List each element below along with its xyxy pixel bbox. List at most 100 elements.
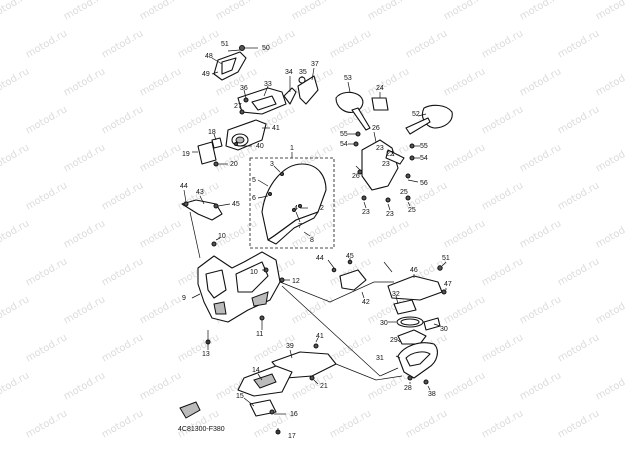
watermark-text-95: motod.ru <box>100 408 145 440</box>
watermark-text-13: motod.ru <box>328 28 373 60</box>
bolt-50 <box>239 45 245 51</box>
watermark-text-1: motod.ru <box>62 0 107 23</box>
nut-56 <box>405 173 411 179</box>
callout-44a: 44 <box>180 183 188 190</box>
watermark-text-4: motod.ru <box>290 0 335 23</box>
callout-23c: 23 <box>362 209 370 216</box>
callout-26a: 26 <box>372 125 380 132</box>
callout-38: 38 <box>428 391 436 398</box>
watermark-text-57: motod.ru <box>442 218 487 250</box>
clip-40 <box>234 142 238 146</box>
watermark-text-78: motod.ru <box>100 332 145 364</box>
watermark-text-8: motod.ru <box>594 0 625 23</box>
mirror-53 <box>335 91 364 113</box>
windscreen-lower-lip <box>267 211 319 245</box>
watermark-text-72: motod.ru <box>290 294 335 326</box>
watermark-text-12: motod.ru <box>252 28 297 60</box>
intake-port-inner <box>235 136 245 144</box>
watermark-text-14: motod.ru <box>404 28 449 60</box>
watermark-text-87: motod.ru <box>138 370 183 402</box>
callout-51b: 51 <box>442 255 450 262</box>
callout-55b: 55 <box>420 143 428 150</box>
watermark-text-68: motod.ru <box>0 294 31 326</box>
callout-41a: 41 <box>272 125 280 132</box>
callout-49: 49 <box>202 71 210 78</box>
screw-21 <box>309 375 315 381</box>
watermark-text-27: motod.ru <box>100 104 145 136</box>
callout-34: 34 <box>285 69 293 76</box>
callout-32: 32 <box>392 291 400 298</box>
watermark-text-53: motod.ru <box>138 218 183 250</box>
drawing-code: 4C81300-F380 <box>178 426 225 433</box>
callout-27: 27 <box>234 103 242 110</box>
watermark-text-23: motod.ru <box>442 66 487 98</box>
watermark-text-25: motod.ru <box>594 66 625 98</box>
callout-44b: 44 <box>316 255 324 262</box>
duct-33-inner <box>251 95 277 111</box>
watermark-text-51: motod.ru <box>0 218 31 250</box>
watermark-text-3: motod.ru <box>214 0 259 23</box>
callout-24: 24 <box>376 85 384 92</box>
callout-10: 10 <box>218 233 226 240</box>
mirror-52-stem <box>405 117 431 135</box>
callout-33: 33 <box>264 81 272 88</box>
screw-11 <box>259 315 265 321</box>
front-cowling-group <box>191 251 290 350</box>
screw-28 <box>407 375 413 381</box>
bracket-43 <box>181 199 223 221</box>
watermark-text-61: motod.ru <box>100 256 145 288</box>
watermark-text-6: motod.ru <box>442 0 487 23</box>
mirror-group <box>335 81 453 211</box>
watermark-text-41: motod.ru <box>518 142 563 174</box>
callout-41b: 41 <box>316 333 324 340</box>
watermark-text-91: motod.ru <box>442 370 487 402</box>
center-bracket-group <box>327 258 367 299</box>
gasket-19 <box>197 141 217 165</box>
screw-12 <box>279 277 285 283</box>
callout-43: 43 <box>196 189 204 196</box>
watermark-text-76: motod.ru <box>594 294 625 326</box>
screw-41b <box>313 343 319 349</box>
callout-25a: 25 <box>400 189 408 196</box>
watermark-text-75: motod.ru <box>518 294 563 326</box>
watermark-text-60: motod.ru <box>24 256 69 288</box>
watermark-text-9: motod.ru <box>24 28 69 60</box>
watermark-text-56: motod.ru <box>366 218 411 250</box>
watermark-text-98: motod.ru <box>328 408 373 440</box>
washer-6 <box>292 208 296 212</box>
callout-48: 48 <box>205 53 213 60</box>
watermark-text-0: motod.ru <box>0 0 31 23</box>
callout-36: 36 <box>240 85 248 92</box>
reflector-tag <box>179 401 201 419</box>
callout-9: 9 <box>182 295 186 302</box>
screw-54a <box>353 141 359 147</box>
cowling-headlight-left <box>205 269 227 299</box>
screw-3 <box>280 172 284 176</box>
watermark-text-34: motod.ru <box>0 142 31 174</box>
watermark-text-32: motod.ru <box>480 104 525 136</box>
screw-20 <box>213 161 219 167</box>
screw-44 <box>183 201 189 207</box>
callout-56: 56 <box>420 180 428 187</box>
screw-36 <box>243 97 249 103</box>
callout-11: 11 <box>256 331 263 338</box>
watermark-text-44: motod.ru <box>100 180 145 212</box>
watermark-text-52: motod.ru <box>62 218 107 250</box>
bolt-23a <box>361 195 367 201</box>
watermark-text-47: motod.ru <box>328 180 373 212</box>
watermark-text-79: motod.ru <box>176 332 221 364</box>
watermark-text-7: motod.ru <box>518 0 563 23</box>
watermark-text-85: motod.ru <box>0 370 31 402</box>
watermark-text-69: motod.ru <box>62 294 107 326</box>
left-bracket-group <box>181 189 231 247</box>
watermark-text-83: motod.ru <box>480 332 525 364</box>
screw-51b <box>437 265 443 271</box>
windscreen-group <box>249 152 335 249</box>
stay-24 <box>371 97 389 111</box>
cowling-intake-left <box>213 301 227 315</box>
callout-22: 22 <box>386 151 394 158</box>
watermark-text-17: motod.ru <box>0 66 31 98</box>
callout-8: 8 <box>310 237 314 244</box>
callout-30b: 30 <box>440 326 448 333</box>
